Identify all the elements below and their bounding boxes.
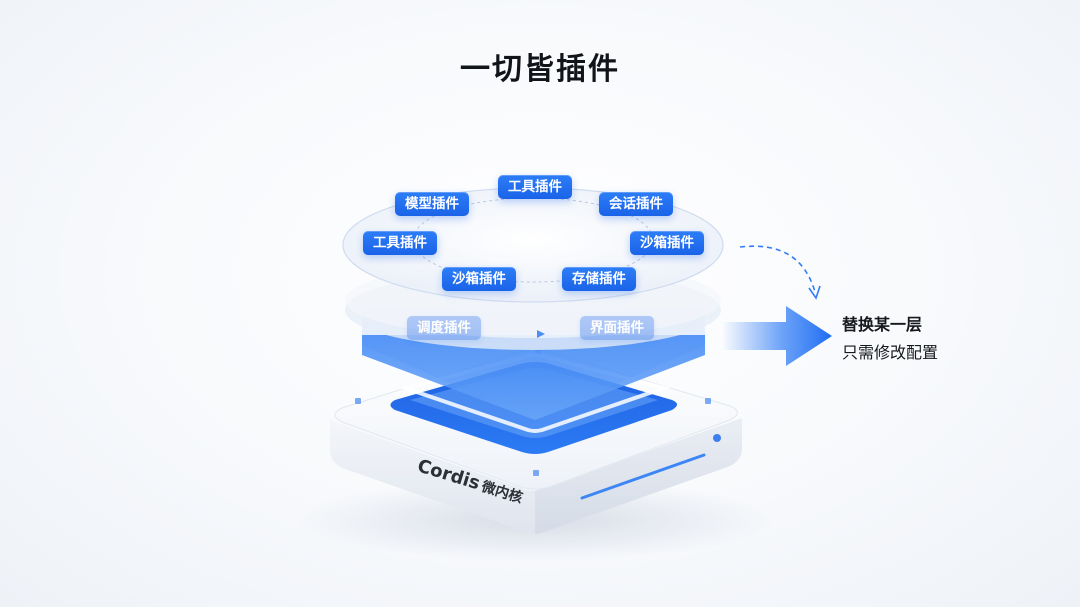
- callout-subtitle: 只需修改配置: [842, 343, 939, 362]
- callout-title: 替换某一层: [842, 315, 923, 334]
- plugin-chip-sandbox-left: 沙箱插件: [442, 267, 516, 291]
- plugin-chip-session: 会话插件: [599, 192, 673, 216]
- plugin-chip-tools-left: 工具插件: [363, 231, 437, 255]
- status-light-strip: [580, 453, 706, 500]
- plugin-chip-ui: 界面插件: [580, 316, 654, 340]
- plugin-chip-storage: 存储插件: [562, 267, 636, 291]
- plugin-chip-model: 模型插件: [395, 192, 469, 216]
- plugin-chip-tools-top: 工具插件: [498, 175, 572, 199]
- page-title: 一切皆插件: [460, 52, 620, 87]
- plugin-chip-sandbox-right: 沙箱插件: [630, 231, 704, 255]
- plugin-chip-scheduler: 调度插件: [407, 316, 481, 340]
- replace-layer-arrow: [722, 306, 832, 366]
- dashed-curve-arrow: [739, 245, 816, 293]
- layer-link-arrow: [537, 330, 545, 338]
- blue-plate-layer: [362, 335, 705, 420]
